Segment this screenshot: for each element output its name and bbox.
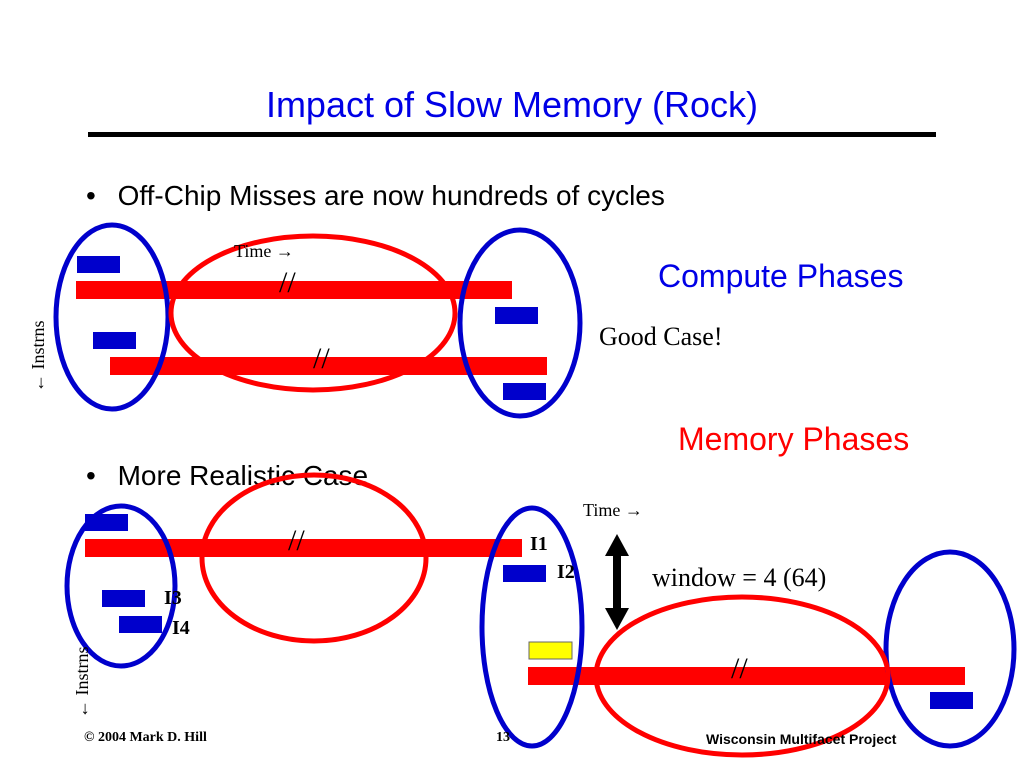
window-size-label: window = 4 (64) (652, 563, 827, 592)
bullet-1: • Off-Chip Misses are now hundreds of cy… (86, 180, 665, 212)
good-case-label: Good Case! (599, 322, 723, 351)
top-break-mark-2: // (313, 342, 330, 375)
bottom-block-yellow (528, 641, 573, 660)
top-block-2 (93, 332, 136, 349)
slide-title: Impact of Slow Memory (Rock) (265, 84, 759, 125)
bottom-block-i4 (119, 616, 162, 633)
top-instr-bar-1 (76, 281, 512, 299)
bottom-memory-ellipse-1 (199, 472, 429, 644)
bottom-block-last (930, 692, 973, 709)
bottom-block-i3 (102, 590, 145, 607)
window-double-arrow (605, 534, 629, 630)
bottom-instr-bar-1 (85, 539, 522, 557)
memory-phases-label: Memory Phases (678, 421, 910, 457)
bottom-compute-ellipse-right (883, 549, 1017, 749)
footer-page-number: 13 (496, 730, 510, 745)
bullet-dot-icon: • (86, 460, 96, 491)
top-compute-ellipse-right (457, 227, 583, 419)
bottom-compute-ellipse-left (64, 503, 178, 669)
title-underline (88, 132, 936, 137)
top-block-1 (77, 256, 120, 273)
bottom-break-mark-2: // (731, 652, 748, 685)
bottom-instrns-label: ← Instrns (72, 646, 92, 719)
top-compute-ellipse-left (53, 222, 171, 412)
bottom-instr-bar-2 (528, 667, 965, 685)
bottom-compute-ellipse-middle (479, 505, 585, 749)
footer-copyright: © 2004 Mark D. Hill (84, 730, 207, 745)
footer-project: Wisconsin Multifacet Project (706, 731, 897, 747)
bottom-memory-ellipse-2 (593, 594, 891, 758)
bullet-dot-icon: • (86, 180, 96, 211)
label-i4: I4 (172, 617, 190, 639)
top-memory-ellipse (168, 233, 458, 393)
top-instrns-label: ← Instrns (28, 320, 48, 393)
top-block-3 (495, 307, 538, 324)
top-block-4 (503, 383, 546, 400)
bullet-1-text: Off-Chip Misses are now hundreds of cycl… (117, 180, 665, 211)
bottom-time-label: Time → (583, 500, 643, 520)
bottom-block-i2 (503, 565, 546, 582)
bottom-break-mark-1: // (288, 524, 305, 557)
label-i1: I1 (530, 533, 548, 555)
label-i3: I3 (164, 587, 182, 609)
label-i2: I2 (557, 561, 575, 583)
top-break-mark-1: // (279, 266, 296, 299)
top-time-label: Time → (234, 241, 294, 261)
compute-phases-label: Compute Phases (658, 258, 904, 294)
